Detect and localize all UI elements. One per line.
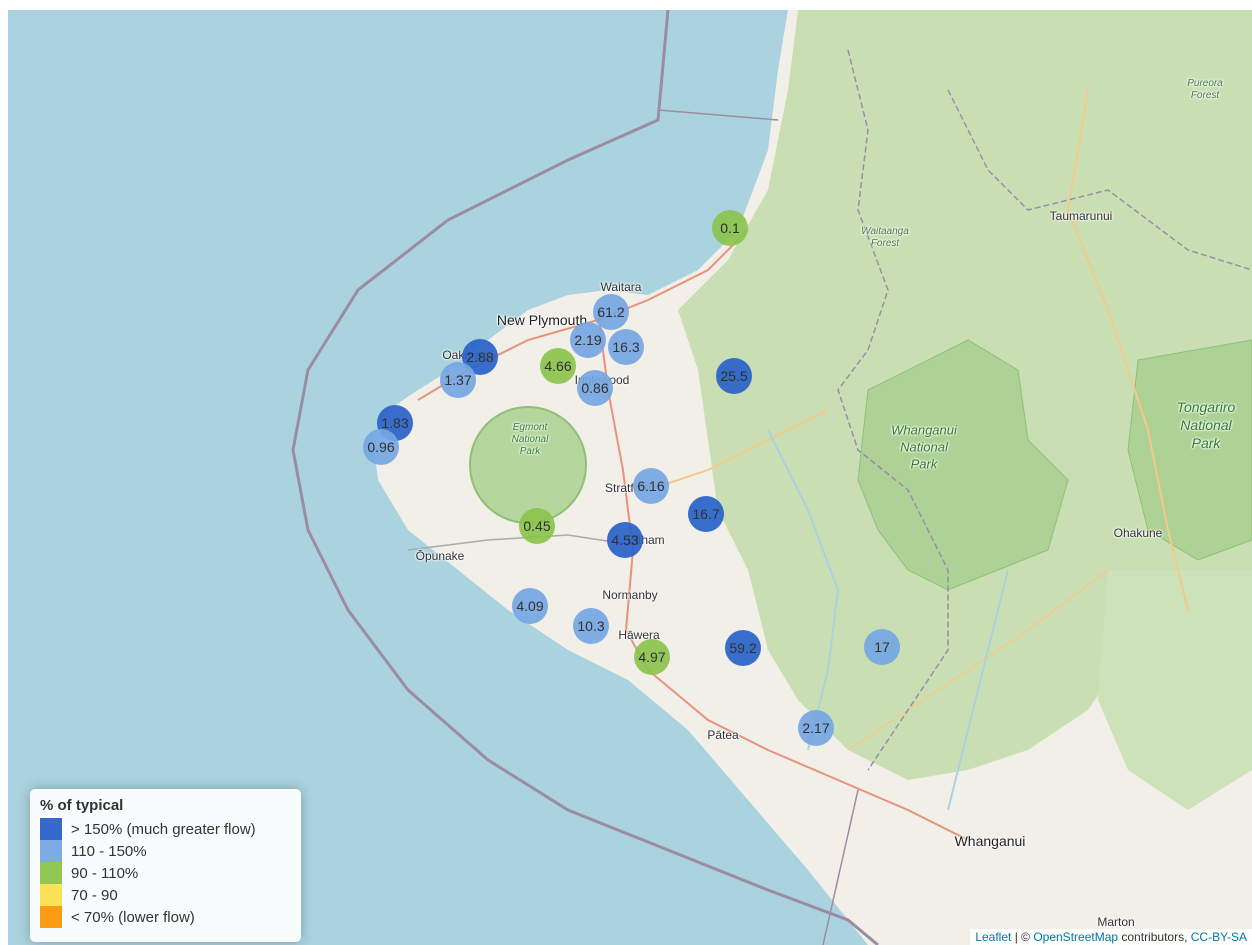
- place-label: Pātea: [707, 728, 739, 742]
- place-label: Waitara: [600, 280, 642, 294]
- map-legend: % of typical > 150% (much greater flow) 1…: [30, 789, 301, 942]
- license-link[interactable]: CC-BY-SA: [1190, 930, 1247, 944]
- place-label: Normanby: [602, 588, 658, 602]
- flow-site-marker[interactable]: 4.66: [540, 348, 576, 384]
- flow-site-marker[interactable]: 4.53: [607, 522, 643, 558]
- road: [1066, 89, 1189, 611]
- legend-label: > 150% (much greater flow): [71, 820, 256, 838]
- flow-site-marker[interactable]: 4.97: [634, 639, 670, 675]
- map-attribution: Leaflet | © OpenStreetMap contributors, …: [970, 929, 1252, 945]
- flow-site-marker[interactable]: 17: [864, 629, 900, 665]
- flow-site-marker[interactable]: 2.19: [570, 322, 606, 358]
- place-label: Whanganui: [954, 833, 1026, 849]
- park-label: Whanganui National Park: [891, 422, 957, 472]
- legend-item: 110 - 150%: [40, 840, 291, 862]
- flow-site-marker[interactable]: 10.3: [573, 608, 609, 644]
- attribution-contributors: contributors,: [1118, 930, 1191, 944]
- legend-item: 70 - 90: [40, 884, 291, 906]
- legend-label: < 70% (lower flow): [71, 908, 195, 926]
- road: [647, 409, 829, 491]
- flow-site-marker[interactable]: 0.86: [577, 370, 613, 406]
- legend-swatch: [40, 818, 62, 840]
- legend-swatch: [40, 906, 62, 928]
- place-label: New Plymouth: [496, 312, 588, 328]
- flow-site-marker[interactable]: 6.16: [633, 468, 669, 504]
- river: [767, 429, 840, 751]
- flow-site-marker[interactable]: 16.3: [608, 329, 644, 365]
- legend-swatch: [40, 884, 62, 906]
- tongariro-park-area: [1127, 339, 1252, 561]
- flow-site-marker[interactable]: 2.17: [798, 710, 834, 746]
- flow-site-marker[interactable]: 25.5: [716, 358, 752, 394]
- flow-site-marker[interactable]: 0.1: [712, 210, 748, 246]
- place-label: Hāwera: [618, 628, 660, 642]
- park-label: Egmont National Park: [511, 422, 549, 457]
- legend-swatch: [40, 840, 62, 862]
- legend-title: % of typical: [40, 797, 124, 814]
- region-boundary: [947, 89, 1252, 271]
- place-label: Taumarunui: [1049, 209, 1113, 223]
- legend-label: 70 - 90: [71, 886, 118, 904]
- legend-label: 90 - 110%: [71, 864, 139, 882]
- osm-link[interactable]: OpenStreetMap: [1033, 930, 1119, 944]
- maritime-boundary: [291, 10, 879, 945]
- legend-label: 110 - 150%: [71, 842, 147, 860]
- place-label: Ōpunake: [415, 549, 465, 563]
- park-label: Waitaanga Forest: [861, 226, 909, 249]
- leaflet-link[interactable]: Leaflet: [975, 930, 1012, 944]
- flow-site-marker[interactable]: 0.96: [363, 429, 399, 465]
- forest-area-2: [1098, 570, 1252, 810]
- flow-site-marker[interactable]: 59.2: [725, 630, 761, 666]
- attribution-separator: | ©: [1011, 930, 1034, 944]
- whanganui-park-area: [857, 339, 1069, 591]
- legend-item: < 70% (lower flow): [40, 906, 291, 928]
- legend-item: > 150% (much greater flow): [40, 818, 291, 840]
- place-label: Ohakune: [1113, 526, 1163, 540]
- flow-site-marker[interactable]: 1.37: [440, 362, 476, 398]
- flow-site-marker[interactable]: 61.2: [593, 294, 629, 330]
- river: [947, 569, 1009, 811]
- region-boundary: [837, 49, 949, 771]
- flow-site-marker[interactable]: 4.09: [512, 588, 548, 624]
- park-label: Tongariro National Park: [1176, 399, 1236, 451]
- road: [847, 569, 1109, 751]
- legend-item: 90 - 110%: [40, 862, 291, 884]
- place-label: Marton: [1097, 915, 1135, 929]
- flow-site-marker[interactable]: 16.7: [688, 496, 724, 532]
- legend-swatch: [40, 862, 62, 884]
- park-label: Pureora Forest: [1187, 78, 1223, 101]
- flow-site-marker[interactable]: 0.45: [519, 508, 555, 544]
- basemap: [291, 10, 1252, 945]
